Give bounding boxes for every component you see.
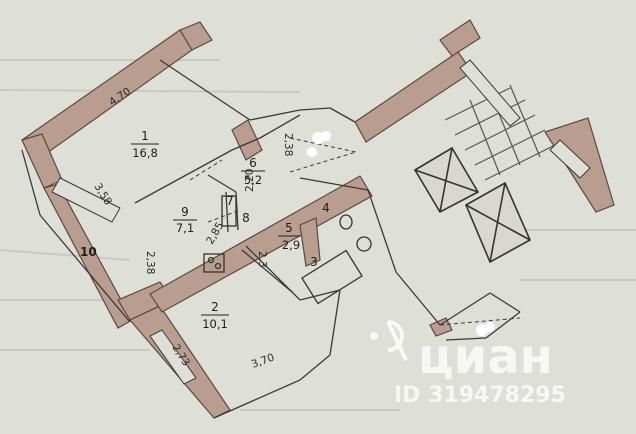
sink-icon xyxy=(339,214,353,230)
shower-drain-icon xyxy=(356,236,372,252)
room-6-area: 5,2 xyxy=(244,173,262,187)
dimension-label: 2,38 xyxy=(144,251,156,274)
watermark-brand: циан xyxy=(418,329,553,385)
room-9-number: 9 xyxy=(181,205,189,219)
windows xyxy=(51,59,591,385)
room-2-area: 10,1 xyxy=(202,317,228,331)
room-5-number: 5 xyxy=(285,221,293,235)
stair-hatching xyxy=(444,84,556,181)
watermark-id: ID 319478295 xyxy=(394,383,566,408)
dimension-label: 2,85 xyxy=(204,220,226,246)
room-labels: 1 16,8 6 5,2 9 7,1 7 8 5 2,9 4 3 2 10,1 … xyxy=(80,129,330,331)
background-print xyxy=(0,59,636,411)
elevator-shafts xyxy=(413,146,532,264)
counter-icon xyxy=(221,195,237,227)
room-3-number: 3 xyxy=(310,255,318,269)
room-7-number: 7 xyxy=(226,194,234,208)
dimension-label: 3,70 xyxy=(250,352,276,371)
cian-logo-icon xyxy=(370,320,408,361)
room-5-area: 2,9 xyxy=(282,238,300,252)
balcony-marks xyxy=(307,131,495,336)
dimension-label: 2,20 xyxy=(244,169,256,192)
watermark: циан ID 319478295 xyxy=(370,320,566,408)
room-6-number: 6 xyxy=(249,156,257,170)
room-4-number: 4 xyxy=(322,201,330,215)
bathtub-icon xyxy=(301,249,363,305)
room-2-number: 2 xyxy=(211,300,219,314)
room-1-number: 1 xyxy=(141,129,149,143)
dimension-label: 2,38 xyxy=(282,133,294,156)
stove-icon xyxy=(203,253,225,273)
room-8-number: 8 xyxy=(242,211,250,225)
dimension-label: 2,3 xyxy=(256,251,268,268)
room-1-area: 16,8 xyxy=(132,146,158,160)
dashed-lines xyxy=(189,137,521,326)
room-10-number: 10 xyxy=(80,245,97,259)
room-9-area: 7,1 xyxy=(176,221,194,235)
fixtures xyxy=(203,195,372,305)
